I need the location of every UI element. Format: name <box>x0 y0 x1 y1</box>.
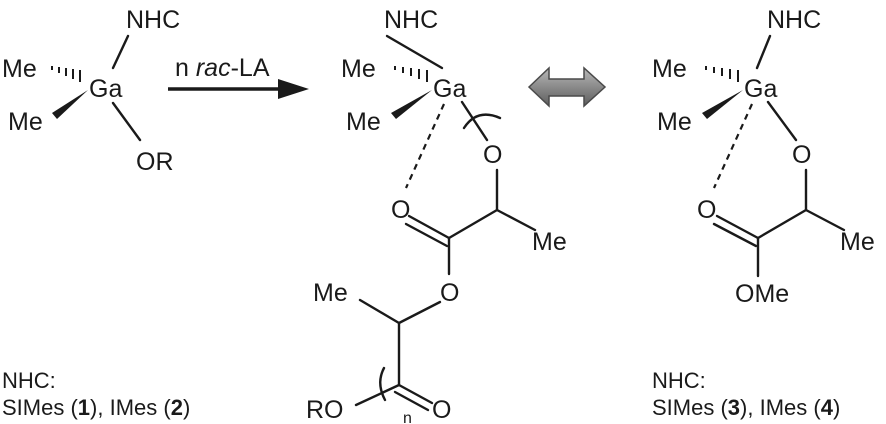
reaction-arrow: n rac-LA <box>168 54 309 99</box>
nhc-label-right: NHC <box>767 6 821 34</box>
carbonyl-bond-b-mid <box>404 222 449 248</box>
compound-number-4: 4 <box>821 395 834 420</box>
me-label-side-mid: Me <box>532 228 567 256</box>
ga-or-bond <box>111 101 142 142</box>
o-label-ether-mid: O <box>483 141 502 169</box>
me-label-bottom-left: Me <box>8 108 43 136</box>
ch-co-bond-right <box>756 208 808 240</box>
me-label-lower-mid: Me <box>313 279 348 307</box>
arrow-label-rac: rac <box>196 54 231 82</box>
o-label-carbonyl-right: O <box>697 196 716 224</box>
ga-o-coordination-mid <box>404 103 446 189</box>
ga-o-bond-right <box>766 100 798 142</box>
caption-right: NHC: SIMes (3), IMes (4) <box>652 368 840 420</box>
ch-me-bond-mid <box>495 208 537 232</box>
o-label-carbonyl-mid: O <box>391 196 410 224</box>
bracket-arc-upper <box>462 113 502 130</box>
caption-left-line2: SIMes (1), IMes (2) <box>2 395 190 420</box>
ga-nhc-bond-left <box>111 34 130 70</box>
carbonyl-bond-b-right <box>712 222 758 248</box>
arrow-label: n rac-LA <box>175 54 270 82</box>
double-arrow-shape <box>527 66 607 108</box>
arrow-head <box>278 79 309 99</box>
caption-right-line1: NHC: <box>652 368 706 393</box>
o-label-ester-mid: O <box>440 279 459 307</box>
or-label: OR <box>136 148 174 176</box>
compound-number-3: 3 <box>728 395 740 420</box>
ch-me-bond-lower <box>358 298 401 325</box>
me-label-bottom-mid: Me <box>346 108 381 136</box>
hashed-bond-right <box>705 66 739 82</box>
o-ch-bond-lower <box>397 300 442 325</box>
hashed-bond-left <box>51 66 81 82</box>
ga-o-bond-mid <box>460 100 489 142</box>
nhc-label-mid: NHC <box>384 6 438 34</box>
o-label-carbonyl-lower: O <box>432 396 451 424</box>
hashed-bond-mid <box>394 66 428 82</box>
ch-me-bond-right <box>804 208 846 232</box>
ga-nhc-bond-right <box>755 34 772 70</box>
arrow-label-n: n <box>175 54 196 82</box>
o-label-ether-right: O <box>792 141 811 169</box>
carbonyl-bond-a-lower <box>397 383 434 405</box>
ome-label: OMe <box>735 280 789 308</box>
ga-label-left: Ga <box>89 75 122 103</box>
me-label-top-right: Me <box>652 55 687 83</box>
wedge-bond-left <box>52 90 88 119</box>
carbonyl-bond-a-right <box>715 214 760 240</box>
ga-nhc-bond-mid <box>385 34 444 70</box>
caption-left-line1: NHC: <box>2 368 56 393</box>
arrow-label-la: -LA <box>231 54 270 82</box>
starting-complex: NHC Ga Me Me OR <box>2 6 180 176</box>
caption-left: NHC: SIMes (1), IMes (2) <box>2 368 190 420</box>
me-label-top-mid: Me <box>341 55 376 83</box>
polymer-complex: NHC Ga Me Me O O Me O Me RO <box>306 6 567 424</box>
wedge-bond-right <box>702 90 743 119</box>
compound-number-1: 1 <box>78 395 90 420</box>
compound-number-2: 2 <box>171 395 183 420</box>
ga-o-coordination-right <box>712 103 754 189</box>
model-complex: NHC Ga Me Me O O Me OMe <box>652 6 875 308</box>
caption-right-line2: SIMes (3), IMes (4) <box>652 395 840 420</box>
wedge-bond-mid <box>391 90 432 119</box>
ga-label-right: Ga <box>744 75 777 103</box>
me-label-side-right: Me <box>840 228 875 256</box>
ro-label: RO <box>306 396 344 424</box>
carbonyl-bond-b-lower <box>393 390 430 412</box>
ch-co-bond-mid <box>447 208 499 240</box>
bracket-arc-lower <box>379 366 387 402</box>
ga-label-mid: Ga <box>433 75 466 103</box>
resonance-arrow <box>527 66 607 108</box>
carbonyl-bond-a-mid <box>407 214 451 240</box>
repeat-n-label: n <box>403 410 412 424</box>
me-label-top-left: Me <box>2 55 37 83</box>
nhc-label-left: NHC <box>126 6 180 34</box>
co-ro-bond <box>354 383 401 407</box>
me-label-bottom-right: Me <box>657 108 692 136</box>
